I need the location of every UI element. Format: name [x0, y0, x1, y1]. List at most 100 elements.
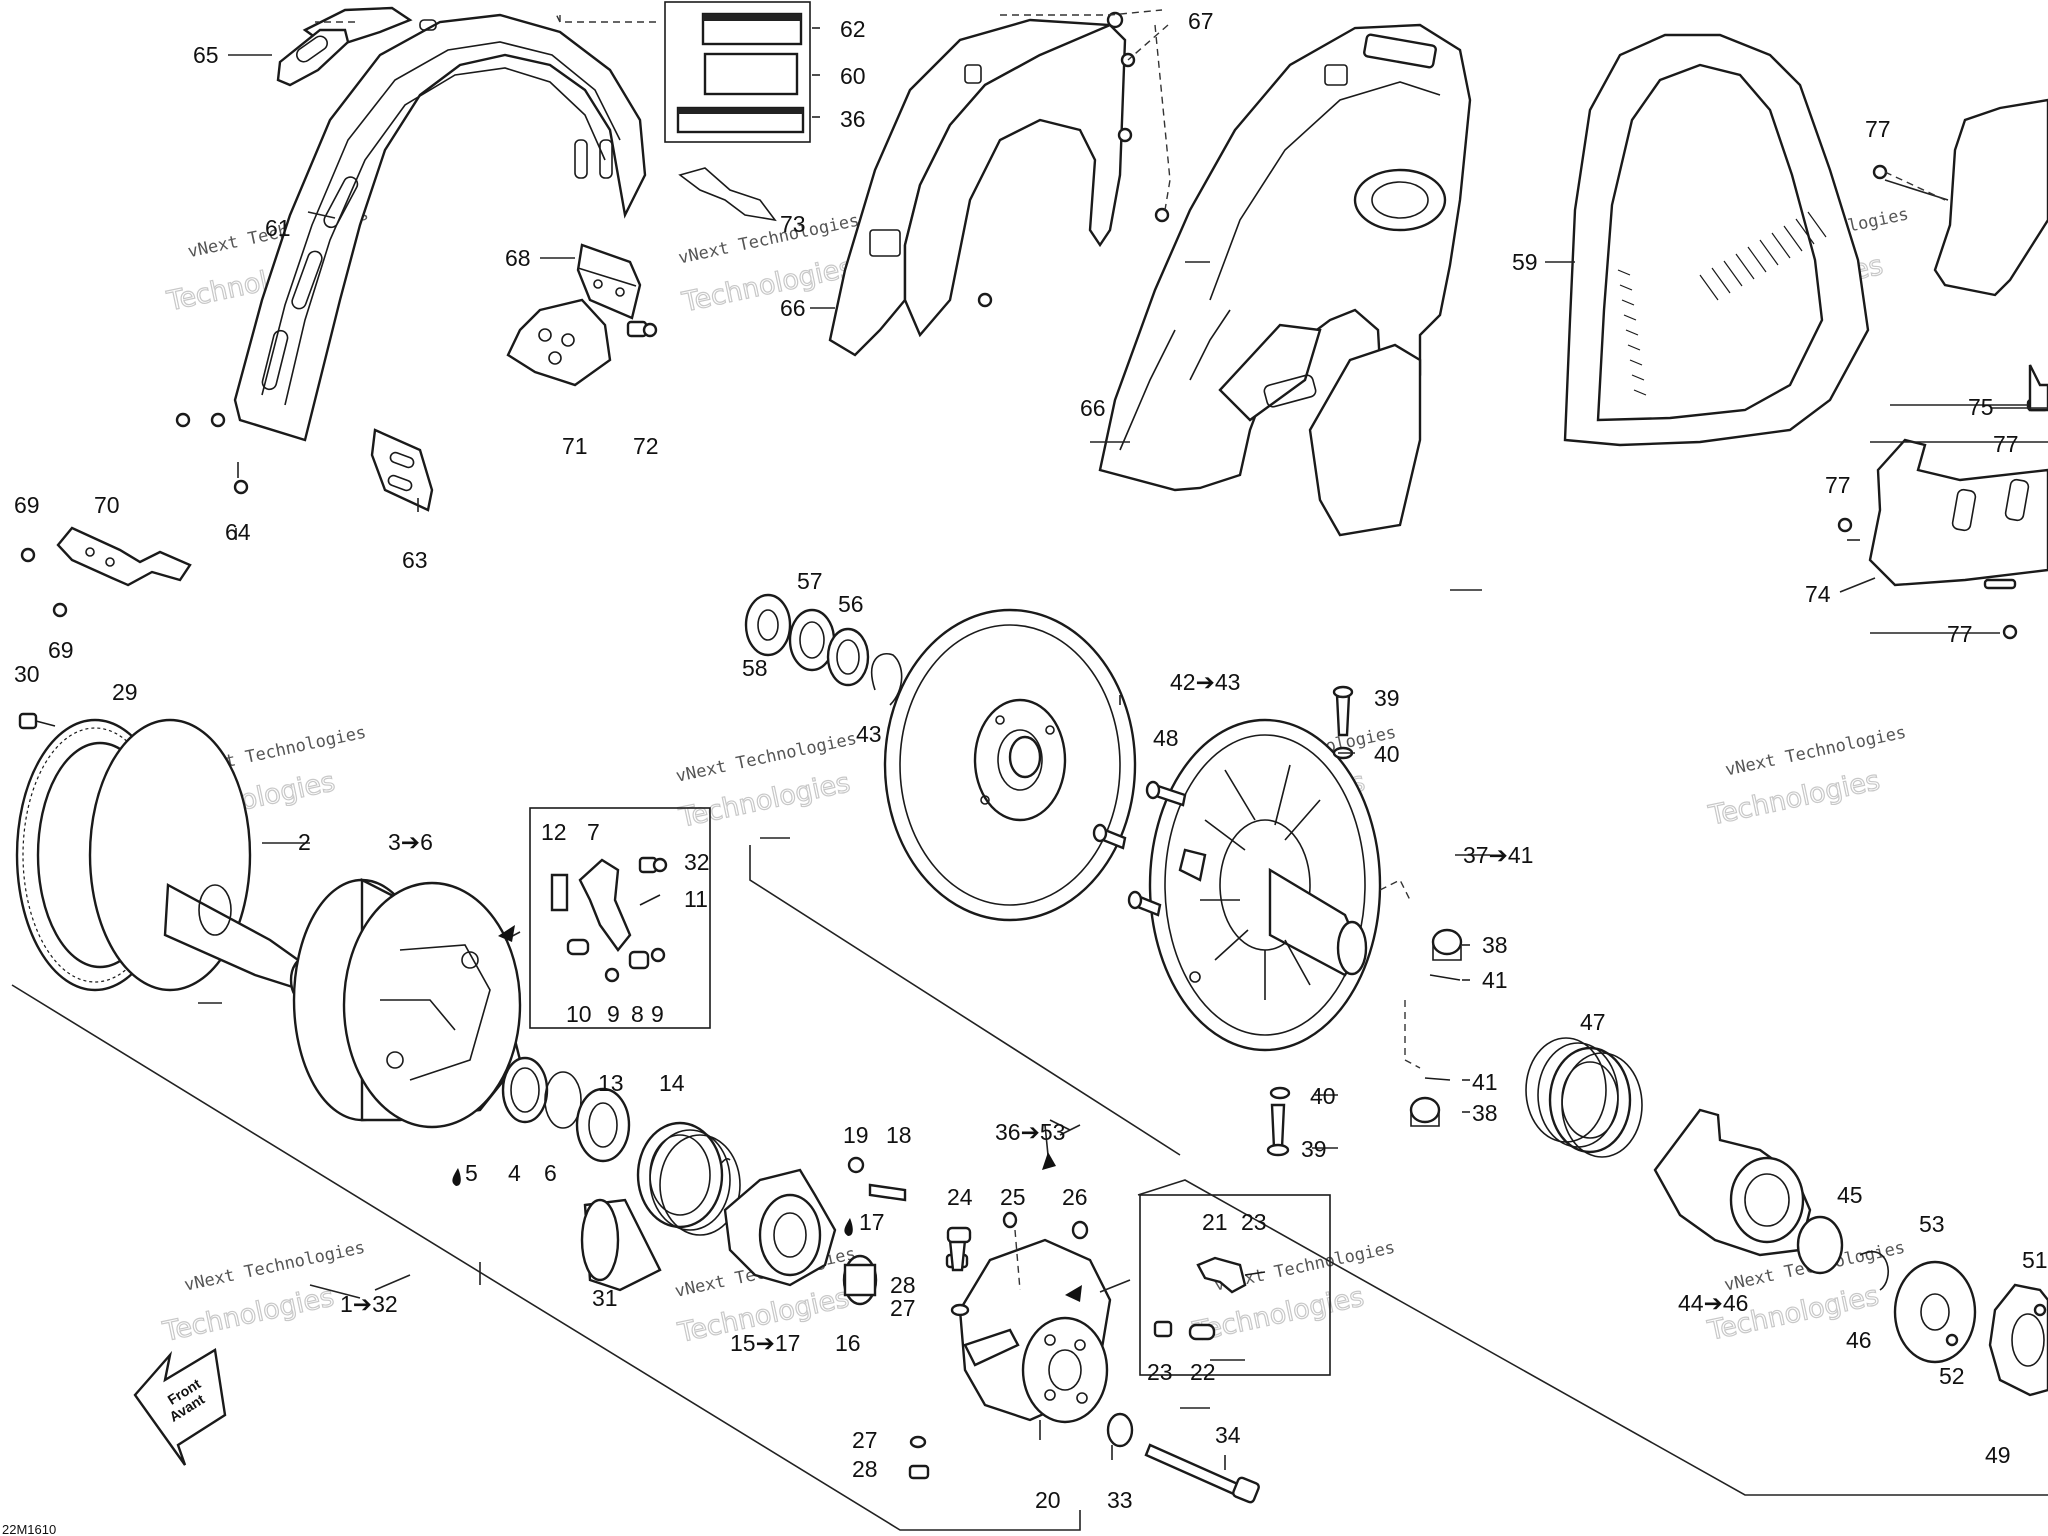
callout: 38	[1482, 932, 1508, 958]
lever-detail-box	[529, 807, 711, 1029]
callout: 72	[633, 433, 659, 459]
callout: 41	[1472, 1069, 1498, 1095]
callout: 7	[587, 819, 600, 845]
callout: 21	[1202, 1209, 1228, 1235]
bushing-31	[580, 1198, 662, 1292]
callout: 37➔41	[1463, 842, 1533, 868]
washer-33	[1106, 1412, 1134, 1448]
callout: 38	[1472, 1100, 1498, 1126]
callout: 70	[94, 492, 120, 518]
callout: 74	[1805, 581, 1831, 607]
callout: 44➔46	[1678, 1290, 1748, 1316]
fixed-sheave-2	[88, 718, 321, 1004]
callout: 2	[298, 829, 311, 855]
callout: 15➔17	[730, 1330, 800, 1356]
spring-14	[636, 1121, 741, 1236]
callout: 31	[592, 1285, 618, 1311]
front-arrow-icon: Front Avant	[133, 1348, 227, 1466]
nut-72	[626, 320, 658, 338]
parts-24-28	[908, 1226, 972, 1480]
callout: 36➔53	[995, 1119, 1065, 1145]
movable-sheave-3-6	[292, 878, 522, 1129]
rollers-38-41	[1409, 928, 1463, 1127]
callout: 41	[1482, 967, 1508, 993]
callout: 52	[1939, 1363, 1965, 1389]
callout: 27	[890, 1295, 916, 1321]
callout: 61	[265, 215, 291, 241]
bolt-34	[1144, 1443, 1260, 1504]
callout: 20	[1035, 1487, 1061, 1513]
callout: 40	[1310, 1083, 1336, 1109]
clip-65	[276, 28, 350, 87]
callout: 71	[562, 433, 588, 459]
callout: 69	[14, 492, 40, 518]
diagram-code: 22M1610	[2, 1522, 56, 1536]
callout: 58	[742, 655, 768, 681]
callout: 42➔43	[1170, 669, 1240, 695]
callout: 66	[1080, 395, 1106, 421]
callout: 77	[1993, 431, 2019, 457]
inner-guard-66	[828, 11, 1170, 357]
pointer-arrows	[498, 925, 1082, 1302]
callout: 10	[566, 1001, 592, 1027]
callout: 48	[1153, 725, 1179, 751]
lubricant-drop-icon	[452, 1168, 853, 1236]
callout: 29	[112, 679, 138, 705]
callout: 3➔6	[388, 829, 433, 855]
ring-6	[544, 1071, 582, 1129]
callout: 30	[14, 661, 40, 687]
callout: 73	[780, 211, 806, 237]
callout: 64	[225, 519, 251, 545]
callout: 8	[631, 1001, 644, 1027]
callout: 47	[1580, 1009, 1606, 1035]
fixed-sheave-37-41	[1148, 718, 1382, 1052]
callout: 12	[541, 819, 567, 845]
callout: 22	[1190, 1359, 1216, 1385]
callout: 32	[684, 849, 710, 875]
callout: 49	[1985, 1442, 2011, 1468]
clamp-49	[1945, 1283, 2048, 1397]
callout: 34	[1215, 1422, 1241, 1448]
screw-64-69	[175, 412, 249, 495]
bushing-4	[501, 1056, 549, 1124]
washer-13	[575, 1087, 631, 1163]
callout: 27	[852, 1427, 878, 1453]
clip-73	[678, 167, 777, 222]
callout: 65	[193, 42, 219, 68]
callout: 67	[1188, 8, 1214, 34]
bracket-70	[20, 526, 192, 618]
callout: 28	[890, 1272, 916, 1298]
callout: 59	[1512, 249, 1538, 275]
callout: 9	[607, 1001, 620, 1027]
callout: 77	[1825, 472, 1851, 498]
callout: 14	[659, 1070, 685, 1096]
bushing-16	[842, 1254, 878, 1306]
callout: 77	[1947, 621, 1973, 647]
callout: 25	[1000, 1184, 1026, 1210]
callout: 19	[843, 1122, 869, 1148]
callout: 51	[2022, 1247, 2048, 1273]
callout: 36	[840, 106, 866, 132]
cam-44-46	[1653, 1108, 1844, 1275]
sheave-42-43	[883, 608, 1137, 922]
callout: 1➔32	[340, 1291, 398, 1317]
decal-panel	[664, 1, 811, 143]
spider-15-17	[723, 1168, 837, 1287]
drive-belt-59	[1563, 33, 1870, 447]
callout: 5	[465, 1160, 478, 1186]
callout: 33	[1107, 1487, 1133, 1513]
callout: 63	[402, 547, 428, 573]
callout: 6	[544, 1160, 557, 1186]
callout: 28	[852, 1456, 878, 1482]
callout: 26	[1062, 1184, 1088, 1210]
callout-numbers: 65 61 62 60 36 68 73 71 72 64 63 69 70 6…	[14, 8, 2048, 1513]
callout: 9	[651, 1001, 664, 1027]
callout: 39	[1301, 1136, 1327, 1162]
callout: 16	[835, 1330, 861, 1356]
callout: 4	[508, 1160, 521, 1186]
watermark-small: vNext Technologies	[182, 1238, 366, 1296]
bracket-74	[1837, 364, 2048, 640]
outer-guard-66	[1098, 23, 1472, 537]
callout: 62	[840, 16, 866, 42]
